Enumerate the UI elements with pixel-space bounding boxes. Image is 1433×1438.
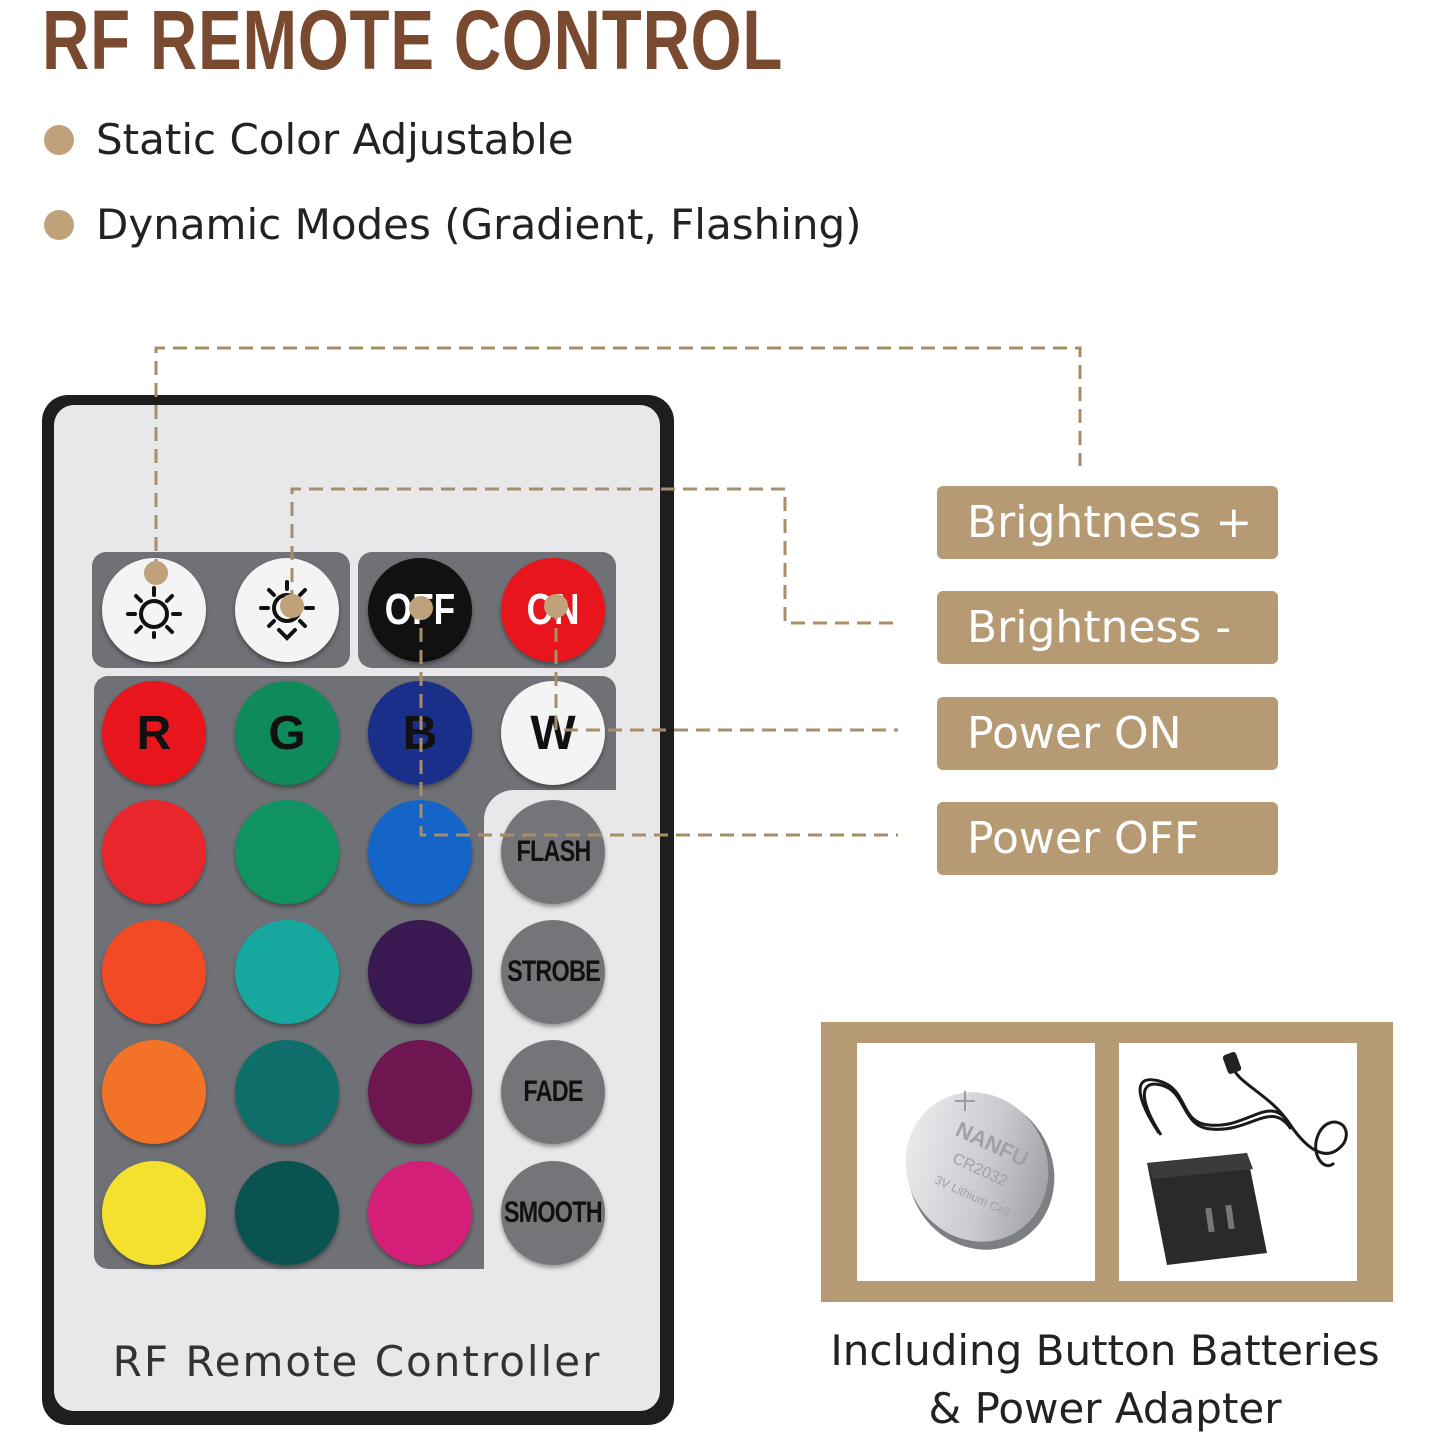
color-button[interactable]	[235, 1161, 339, 1265]
fade-button[interactable]: FADE	[501, 1040, 605, 1144]
color-button[interactable]	[102, 920, 206, 1024]
color-button[interactable]	[102, 1040, 206, 1144]
strobe-label: STROBE	[506, 955, 601, 988]
remote-label: RF Remote Controller	[112, 1337, 602, 1386]
brightness-up-label: Brightness +	[937, 486, 1278, 559]
color-button[interactable]	[235, 1040, 339, 1144]
bullet-dot-icon	[44, 209, 74, 240]
feature-text: Dynamic Modes (Gradient, Flashing)	[96, 200, 862, 249]
white-button[interactable]: W	[501, 681, 605, 785]
green-button[interactable]: G	[235, 681, 339, 785]
feature-text: Static Color Adjustable	[96, 115, 574, 164]
strobe-button[interactable]: STROBE	[501, 920, 605, 1024]
smooth-button[interactable]: SMOOTH	[501, 1161, 605, 1265]
b-label: B	[402, 706, 438, 760]
color-button[interactable]	[102, 1161, 206, 1265]
battery-image: NANFU CR2032 3V Lithium Cell	[857, 1043, 1095, 1281]
page-title: RF REMOTE CONTROL	[42, 0, 784, 87]
power-off-button[interactable]: OFF	[368, 558, 472, 662]
flash-button[interactable]: FLASH	[501, 800, 605, 904]
color-button[interactable]	[368, 1040, 472, 1144]
accessories-caption-line2: & Power Adapter	[928, 1384, 1282, 1433]
sun-up-icon	[126, 586, 182, 639]
brightness-down-button[interactable]	[235, 558, 339, 662]
remote-control: OFF ON R G B W FLASH STROBE FADE	[42, 395, 674, 1425]
remote-face: OFF ON R G B W FLASH STROBE FADE	[54, 405, 660, 1411]
color-button[interactable]	[368, 920, 472, 1024]
sun-down-icon	[259, 580, 315, 641]
accessories-frame: NANFU CR2032 3V Lithium Cell	[821, 1022, 1393, 1302]
feature-static-color: Static Color Adjustable	[44, 115, 574, 164]
blue-button[interactable]: B	[368, 681, 472, 785]
off-label: OFF	[384, 585, 456, 634]
brightness-down-label: Brightness -	[937, 591, 1278, 664]
feature-dynamic-modes: Dynamic Modes (Gradient, Flashing)	[44, 200, 862, 249]
brightness-up-button[interactable]	[102, 558, 206, 662]
color-button[interactable]	[235, 920, 339, 1024]
fade-label: FADE	[523, 1075, 583, 1108]
bullet-dot-icon	[44, 124, 74, 155]
flash-label: FLASH	[515, 835, 591, 868]
adapter-image	[1119, 1043, 1357, 1281]
power-adapter-icon	[1138, 1052, 1348, 1265]
coin-battery-icon: NANFU CR2032 3V Lithium Cell	[905, 1091, 1055, 1250]
r-label: R	[136, 706, 172, 760]
color-button[interactable]	[102, 800, 206, 904]
accessories-caption-line1: Including Button Batteries	[830, 1326, 1380, 1375]
color-button[interactable]	[368, 800, 472, 904]
power-on-label: Power ON	[937, 697, 1278, 770]
power-off-label: Power OFF	[937, 802, 1278, 875]
smooth-label: SMOOTH	[503, 1196, 603, 1229]
power-on-button[interactable]: ON	[501, 558, 605, 662]
w-label: W	[530, 706, 576, 760]
red-button[interactable]: R	[102, 681, 206, 785]
on-label: ON	[526, 585, 580, 634]
g-label: G	[268, 706, 306, 760]
color-button[interactable]	[235, 800, 339, 904]
color-button[interactable]	[368, 1161, 472, 1265]
